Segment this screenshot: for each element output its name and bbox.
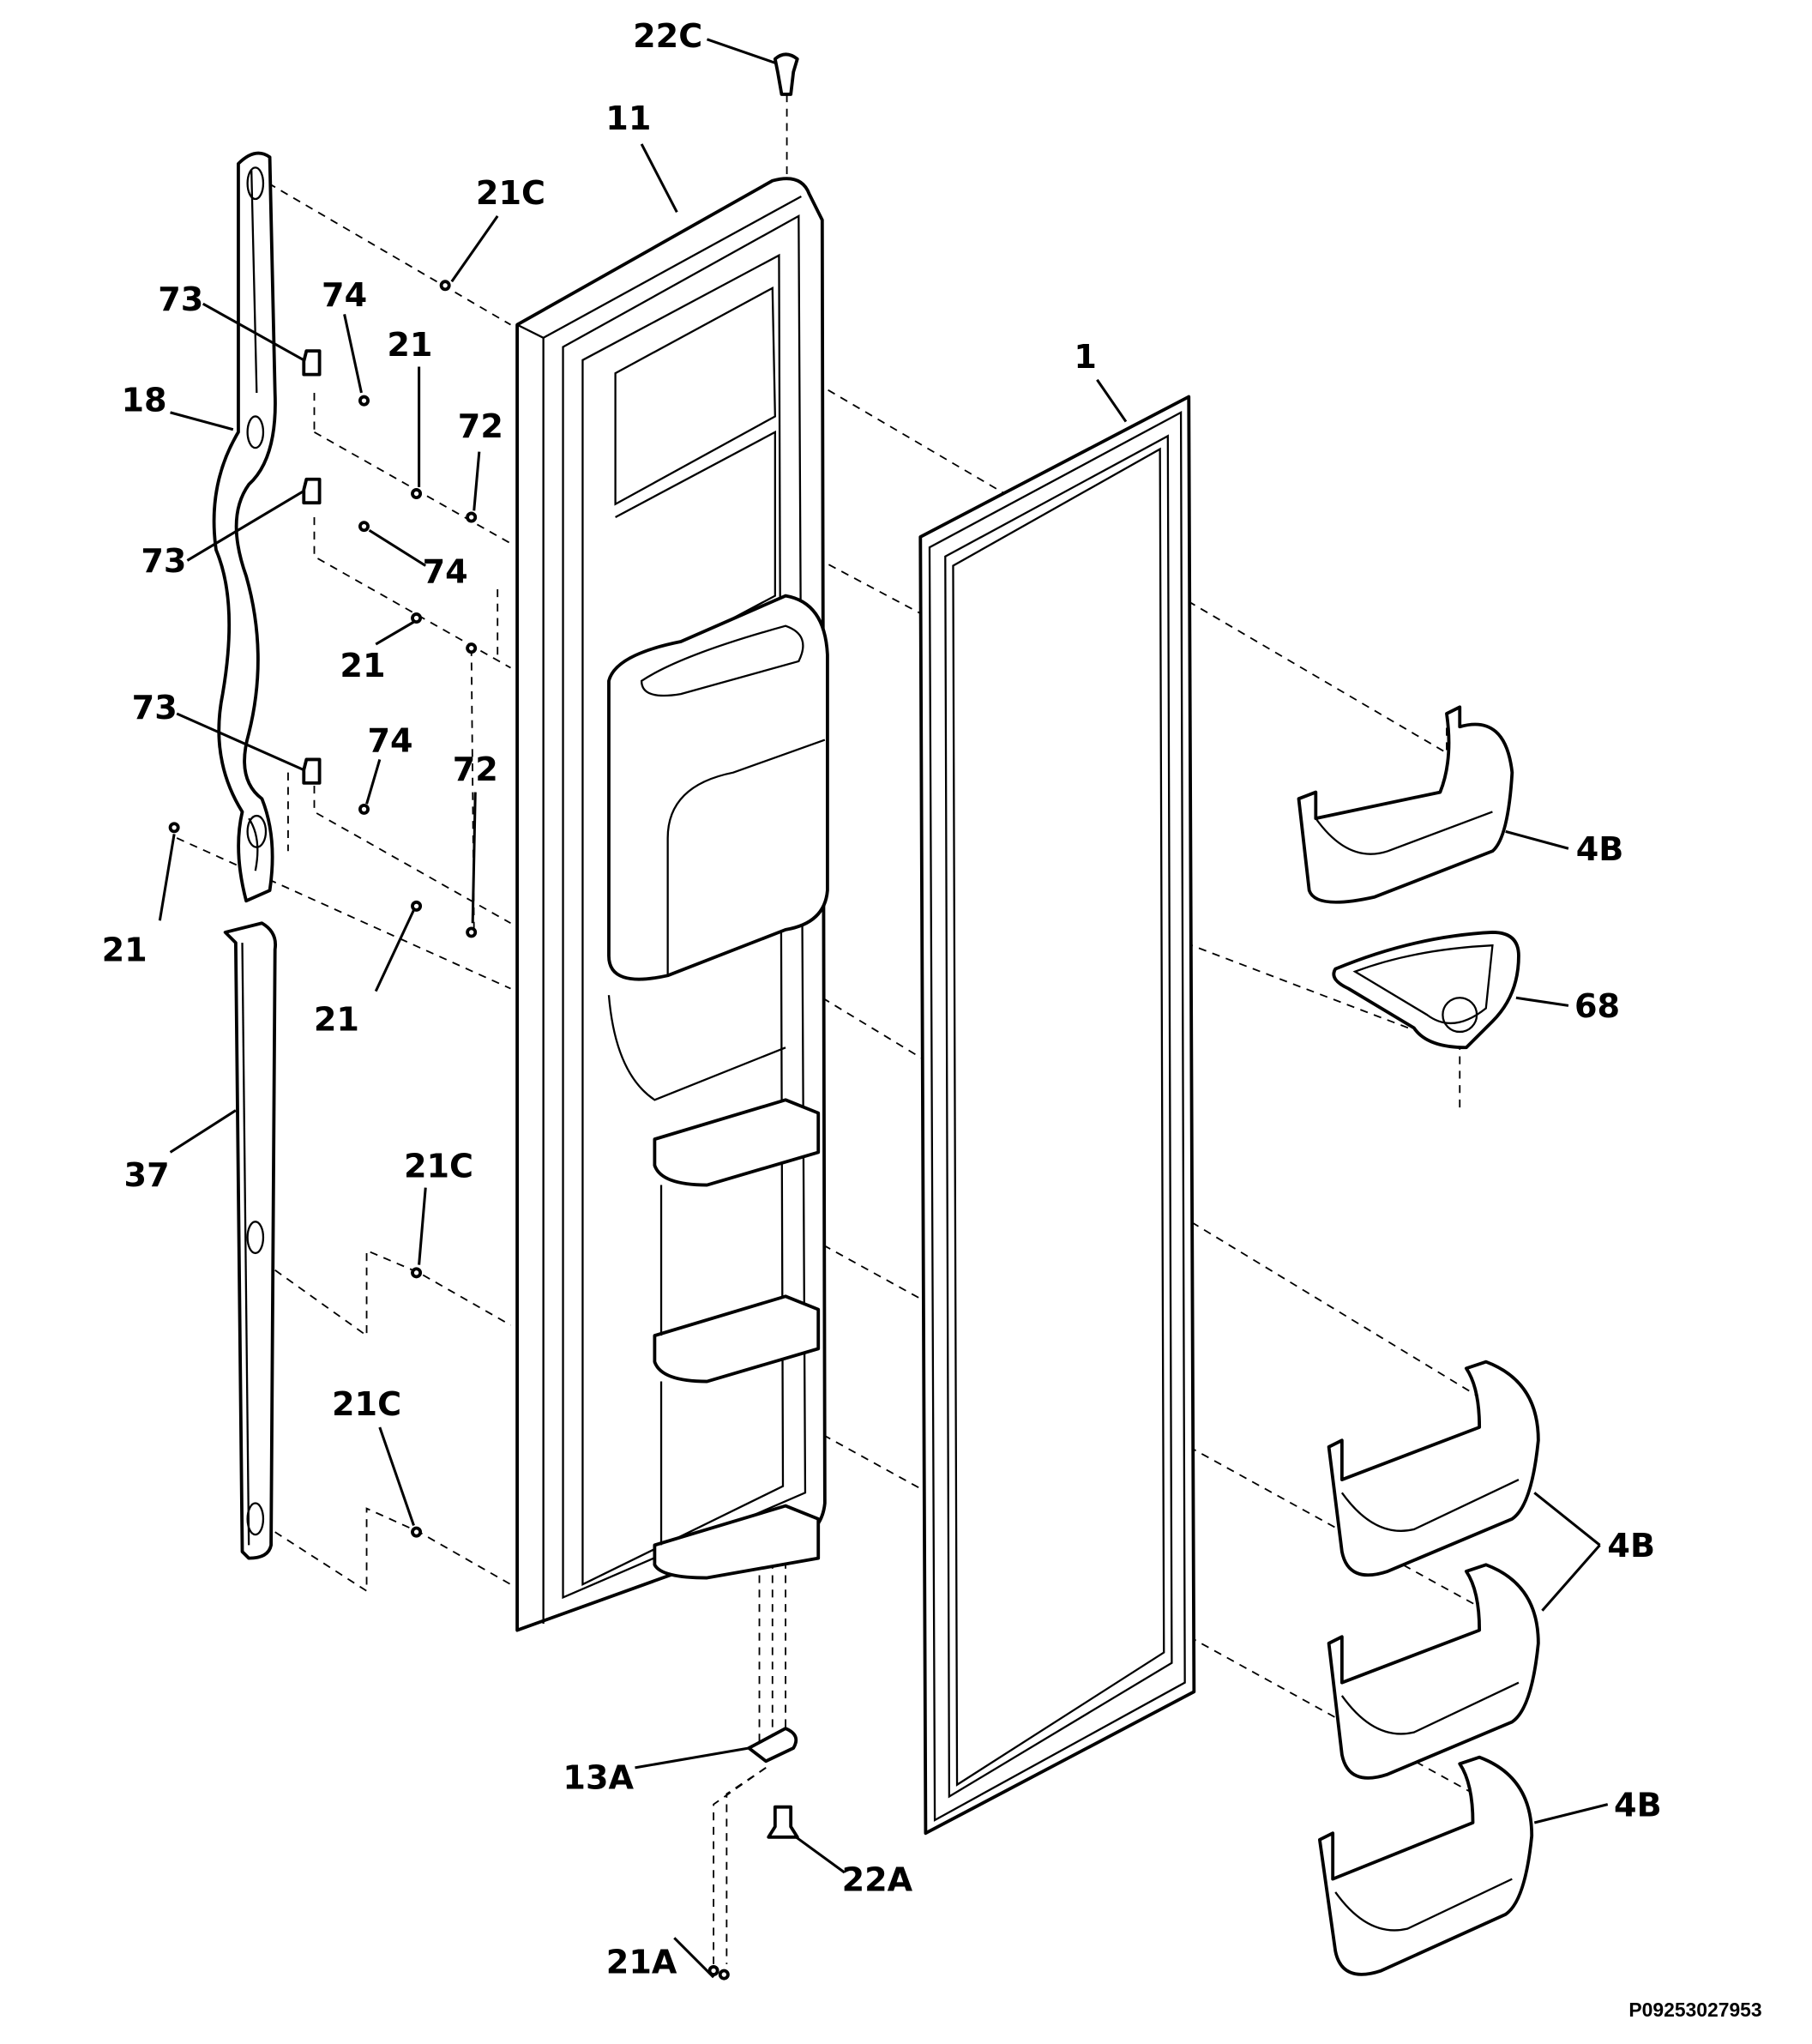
label-21: 21: [340, 647, 385, 684]
label-21A: 21A: [606, 1944, 677, 1981]
label-74: 74: [423, 552, 468, 590]
door-panel-11: [515, 177, 829, 1632]
label-4B: 4B: [1576, 830, 1624, 868]
label-74: 74: [322, 276, 367, 314]
small-parts: [168, 52, 799, 1981]
drawing-code: P09253027953: [1628, 1999, 1761, 2021]
label-73: 73: [158, 280, 203, 318]
label-22C: 22C: [633, 17, 702, 55]
label-13A: 13A: [563, 1758, 634, 1796]
trim-37: [223, 921, 278, 1560]
bin-4B-top: [1297, 705, 1514, 904]
label-4B: 4B: [1607, 1527, 1655, 1565]
label-21: 21: [314, 1000, 359, 1038]
label-72: 72: [453, 751, 498, 788]
bin-4B-3: [1317, 1755, 1534, 1976]
label-73: 73: [141, 542, 186, 580]
bin-4B-2: [1327, 1563, 1540, 1780]
handle-18: [212, 151, 277, 903]
label-22A: 22A: [842, 1860, 913, 1898]
leader-lines: [158, 38, 1609, 1979]
label-72: 72: [458, 407, 503, 445]
label-74: 74: [367, 721, 412, 759]
label-21C: 21C: [332, 1385, 401, 1423]
assembly-lines: [176, 65, 1487, 1964]
door-bins: [1297, 705, 1540, 1976]
door-gasket-1: [918, 395, 1196, 1836]
bin-68: [1332, 931, 1520, 1050]
bin-4B-1: [1327, 1360, 1540, 1577]
label-73: 73: [132, 689, 178, 727]
label-4B: 4B: [1614, 1786, 1662, 1824]
label-37: 37: [124, 1156, 170, 1194]
label-11: 11: [605, 99, 651, 137]
part-labels: 22C 11 21C 73 74 21 18 72 73 74 21 73 74…: [102, 17, 1762, 2021]
label-68: 68: [1574, 987, 1620, 1025]
label-18: 18: [121, 381, 166, 419]
label-1: 1: [1074, 338, 1097, 376]
label-21: 21: [102, 932, 147, 969]
label-21C: 21C: [476, 174, 545, 212]
label-21: 21: [387, 326, 432, 364]
label-21C: 21C: [404, 1147, 473, 1185]
